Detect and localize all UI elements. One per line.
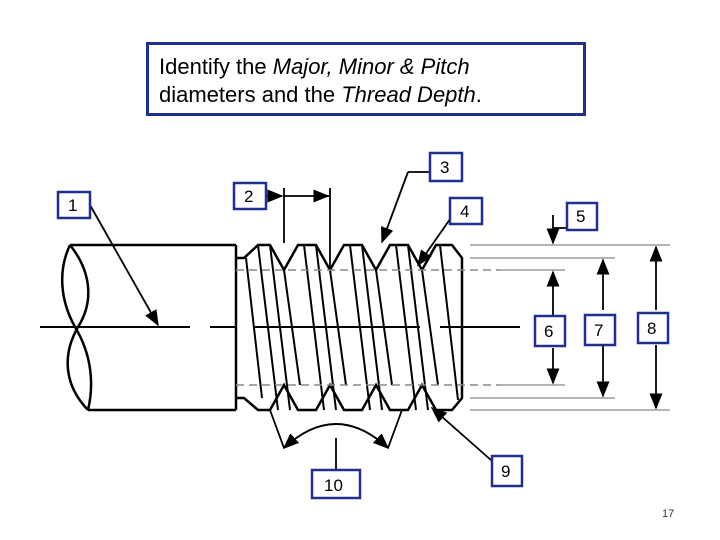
page-number: 17 [662, 508, 675, 520]
title-italic-2: Thread Depth [341, 82, 476, 107]
label-8-box: 8 [636, 311, 670, 345]
label-2-box: 2 [232, 181, 268, 211]
question-box: Identify the Major, Minor & Pitch diamet… [146, 42, 586, 116]
label-1-box: 1 [56, 190, 92, 220]
label-6-box: 6 [533, 314, 567, 348]
title-italic-1: Major, Minor & Pitch [272, 54, 470, 79]
leader-lines [89, 171, 501, 470]
thread-helix-lines [245, 244, 459, 411]
label-4: 4 [460, 202, 469, 221]
extension-lines [470, 244, 670, 411]
label-9: 9 [501, 462, 510, 481]
label-10-box: 10 [310, 468, 362, 500]
thread-profile [236, 243, 464, 412]
label-2: 2 [244, 187, 253, 206]
label-8: 8 [647, 319, 656, 338]
label-3: 3 [440, 158, 449, 177]
label-9-box: 9 [490, 454, 524, 488]
title-text-3: . [475, 82, 482, 107]
label-5-box: 5 [565, 201, 599, 232]
label-1: 1 [68, 196, 77, 215]
hidden-lines [236, 269, 500, 386]
label-7: 7 [594, 321, 603, 340]
label-3-box: 3 [428, 151, 464, 183]
label-6: 6 [544, 322, 553, 341]
label-7-box: 7 [583, 313, 617, 347]
label-4-box: 4 [448, 196, 484, 226]
title-text-2: diameters and the [159, 82, 342, 107]
title-text-1: Identify the [159, 54, 273, 79]
label-5: 5 [576, 207, 585, 226]
label-10: 10 [324, 476, 343, 495]
